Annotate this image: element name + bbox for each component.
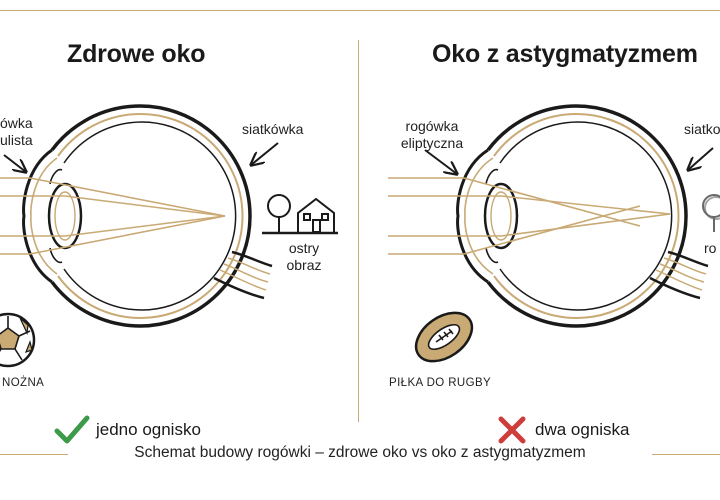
right-cornea-label: rogówka eliptyczna (400, 118, 464, 151)
top-border (0, 10, 720, 11)
left-image-label: ostry obraz (286, 240, 322, 273)
caption-line-left (0, 454, 68, 455)
right-retina-label: siatkow (684, 121, 720, 137)
sharp-image-icon (262, 194, 338, 235)
right-panel-title: Oko z astygmatyzmem (432, 40, 698, 68)
left-ball-label: NOŻNA (2, 377, 45, 389)
right-ball-label: PIŁKA DO RUGBY (389, 377, 492, 389)
right-status-text: dwa ogniska (535, 420, 630, 439)
left-retina-label: siatkówka (242, 121, 304, 137)
cross-icon (498, 416, 526, 444)
rugby-ball-icon (414, 311, 474, 363)
check-icon (54, 415, 90, 444)
right-image-label: ro (704, 240, 717, 256)
soccer-ball-icon (0, 312, 36, 368)
blurred-image-icon (702, 194, 720, 232)
left-panel-title: Zdrowe oko (67, 40, 206, 68)
caption-line-right (652, 454, 720, 455)
left-eye (0, 104, 279, 328)
left-status-text: jedno ognisko (96, 420, 201, 439)
figure-caption: Schemat budowy rogówki – zdrowe oko vs o… (134, 444, 586, 461)
left-cornea-label: ówka ulista (0, 115, 33, 148)
right-eye (388, 104, 714, 328)
panel-divider (358, 40, 359, 422)
